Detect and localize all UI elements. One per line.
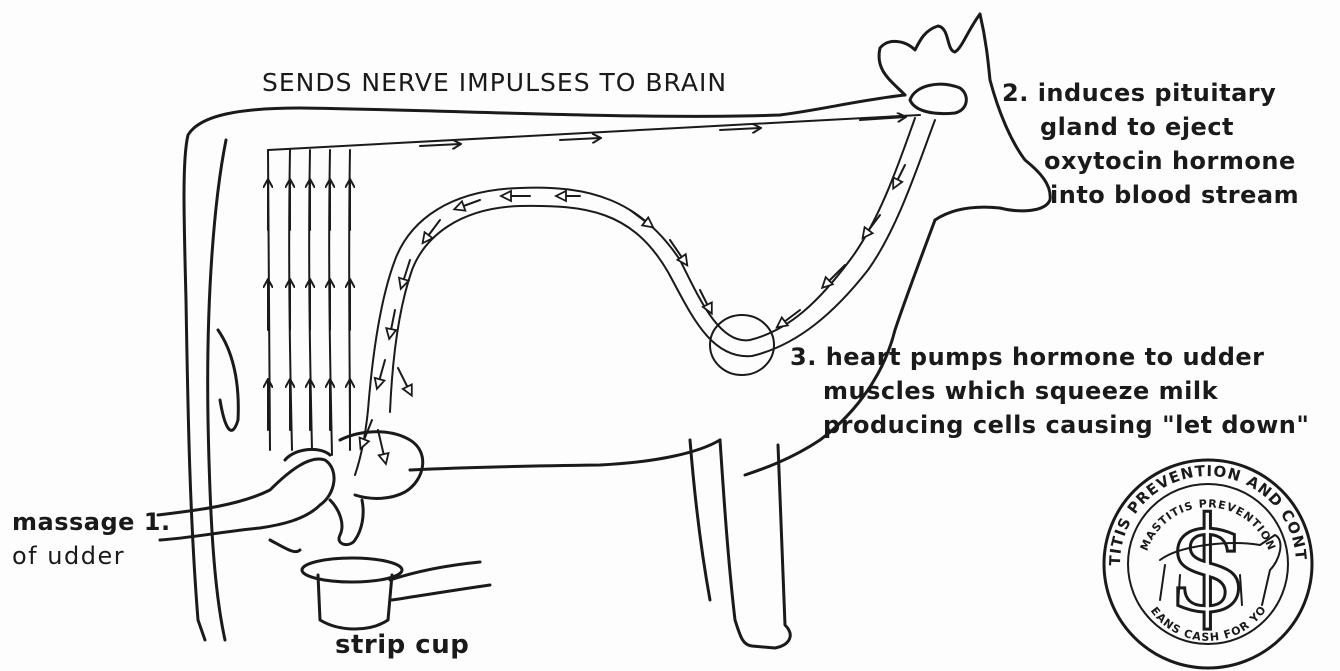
- step-2-line-3: oxytocin hormone: [1002, 144, 1299, 178]
- step-3-line-1: heart pumps hormone to udder: [826, 343, 1265, 371]
- step-3-line-2: muscles which squeeze milk: [790, 374, 1309, 408]
- seal-dollar-icon: $: [1167, 489, 1250, 641]
- step-2-number: 2.: [1002, 79, 1029, 107]
- step-2-line-4: into blood stream: [1002, 178, 1299, 212]
- step-2-label: 2. induces pituitary gland to eject oxyt…: [1002, 76, 1299, 212]
- step-3-line-3: producing cells causing "let down": [790, 408, 1309, 442]
- step-1-line-1: massage: [12, 508, 135, 536]
- step-3-number: 3.: [790, 343, 817, 371]
- step-1-number: 1.: [144, 508, 171, 536]
- step-3-label: 3. heart pumps hormone to udder muscles …: [790, 340, 1309, 442]
- cow-outline: [184, 14, 1050, 648]
- strip-cup-label: strip cup: [335, 628, 469, 662]
- heart-circle: [710, 315, 774, 375]
- strip-cup: [302, 558, 490, 629]
- nerve-impulse-title: SENDS NERVE IMPULSES TO BRAIN: [262, 68, 727, 97]
- step-2-line-1: induces pituitary: [1038, 79, 1277, 107]
- step-1-line-2: of udder: [12, 539, 171, 573]
- step-1-label: massage 1. of udder: [12, 505, 171, 573]
- step-2-line-2: gland to eject: [1002, 110, 1299, 144]
